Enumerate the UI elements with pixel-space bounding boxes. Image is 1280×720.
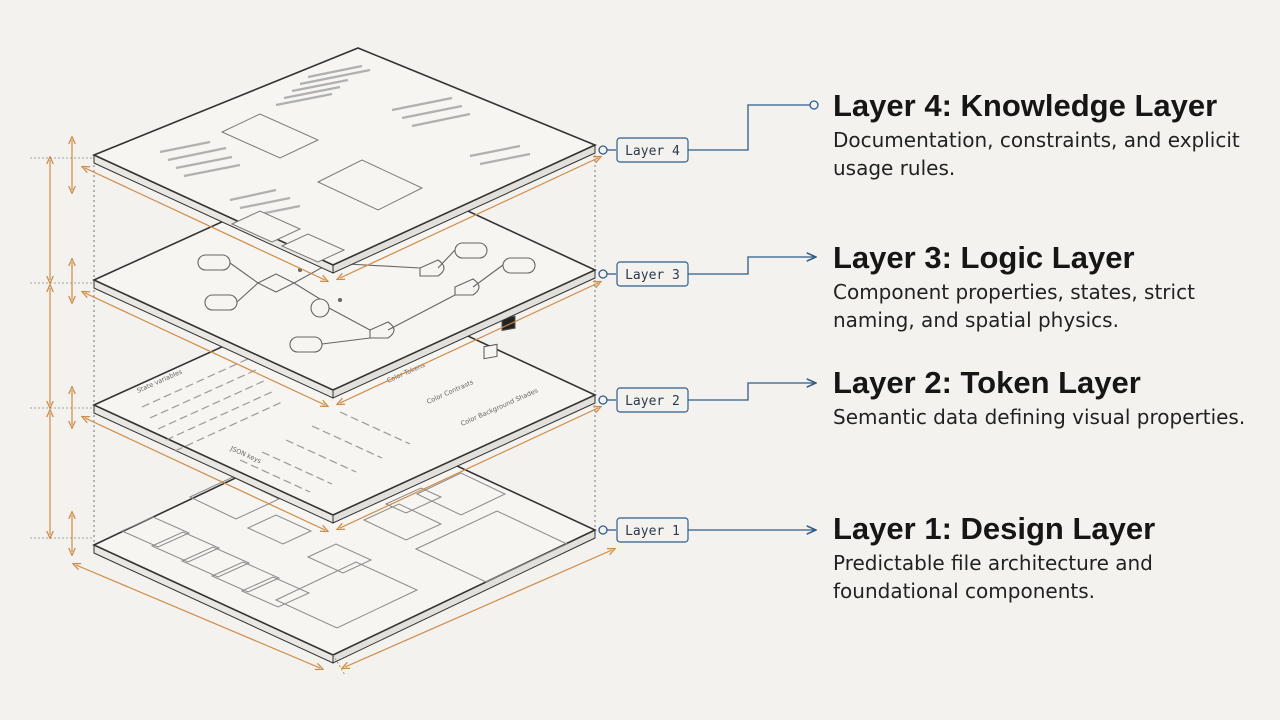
dimension-lines <box>30 140 612 676</box>
layer-4-body: Documentation, constraints, and explicit… <box>833 128 1240 180</box>
layer-3-description: Layer 3: Logic Layer Component propertie… <box>833 240 1263 334</box>
connector-endpoints <box>598 100 819 535</box>
layer-4-description: Layer 4: Knowledge Layer Documentation, … <box>833 88 1263 182</box>
layer-4-tag-label: Layer 4 <box>625 144 680 159</box>
layer-2-description: Layer 2: Token Layer Semantic data defin… <box>833 365 1263 431</box>
layer-1-title: Layer 1: Design Layer <box>833 511 1156 546</box>
layer-2-tag-label: Layer 2 <box>625 394 680 409</box>
layer-3-tag-label: Layer 3 <box>625 268 680 283</box>
layer-1-tag: Layer 1 <box>616 517 689 543</box>
layer-1-description: Layer 1: Design Layer Predictable file a… <box>833 511 1263 605</box>
layer-3-title: Layer 3: Logic Layer <box>833 240 1135 275</box>
layer-4-title: Layer 4: Knowledge Layer <box>833 88 1218 123</box>
connectors <box>607 104 816 530</box>
layer-3-body: Component properties, states, strict nam… <box>833 280 1195 332</box>
layer-1-tag-label: Layer 1 <box>625 524 680 539</box>
layer-3-tag: Layer 3 <box>616 261 689 287</box>
layer-2-body: Semantic data defining visual properties… <box>833 405 1246 429</box>
layer-1-body: Predictable file architecture and founda… <box>833 551 1153 603</box>
layer-4-tag: Layer 4 <box>616 137 689 163</box>
layer-2-title: Layer 2: Token Layer <box>833 365 1141 400</box>
layer-2-tag: Layer 2 <box>616 387 689 413</box>
